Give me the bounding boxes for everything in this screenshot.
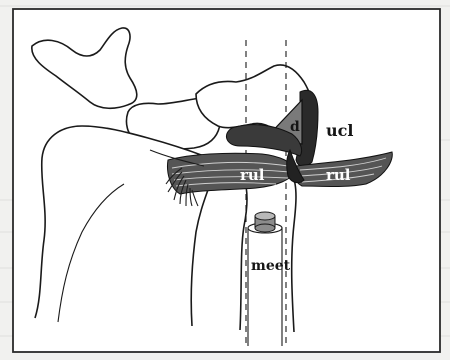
label-d: d [290,119,300,135]
label-rul-right: rul [326,166,351,184]
label-rul-left: rul [240,166,265,184]
meet-cylinder [255,212,275,232]
label-ucl: ucl [326,121,353,140]
label-meet: meet [251,258,291,274]
